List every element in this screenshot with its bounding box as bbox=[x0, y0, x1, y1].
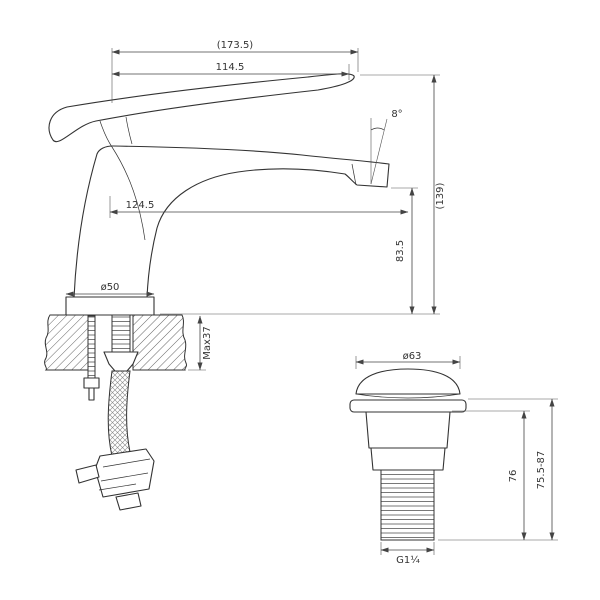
hose-connector-nipple bbox=[115, 492, 142, 511]
dimensions-drain: ø63 76 75.5-87 G1¼ bbox=[355, 351, 558, 566]
label-overall-length: (173.5) bbox=[217, 40, 254, 51]
drain-flange bbox=[349, 399, 467, 413]
drain-side-view bbox=[349, 368, 467, 541]
braided-hose bbox=[107, 370, 131, 457]
label-spout-height: 83.5 bbox=[395, 240, 406, 262]
label-max-deck: Max37 bbox=[202, 326, 213, 359]
aerator-edge bbox=[351, 163, 357, 186]
label-overall-height: (139) bbox=[435, 182, 446, 209]
angle-ref-line-tilted bbox=[370, 118, 388, 185]
drain-body-lower bbox=[370, 447, 446, 471]
deck-hatch-right bbox=[132, 314, 188, 371]
handle-joint-lines bbox=[99, 116, 133, 148]
faucet-front-view bbox=[48, 73, 390, 316]
drain-threaded-pipe bbox=[380, 469, 435, 541]
mounting-stud bbox=[87, 315, 96, 379]
supply-assembly bbox=[75, 314, 155, 511]
faucet-body-spout bbox=[73, 145, 390, 299]
hose-connector-ribs bbox=[98, 458, 151, 491]
spout-angle-annotation: 8° bbox=[370, 109, 403, 185]
deck-cross-section bbox=[44, 314, 188, 371]
label-spout-reach: 124.5 bbox=[126, 200, 155, 211]
label-thread-size: G1¼ bbox=[396, 554, 420, 566]
stud-nut bbox=[83, 377, 100, 389]
drain-cap-dome bbox=[355, 368, 461, 395]
base-escutcheon bbox=[65, 296, 155, 316]
hose-connector-nut bbox=[94, 448, 155, 498]
drain-body-upper bbox=[365, 411, 451, 449]
stud-tip bbox=[88, 387, 95, 401]
label-handle-reach: 114.5 bbox=[216, 62, 245, 73]
label-body-height: 76 bbox=[508, 470, 519, 483]
spout-body-seam bbox=[111, 146, 146, 241]
label-base-diameter: ø50 bbox=[101, 282, 120, 293]
threaded-shank bbox=[111, 314, 131, 353]
label-spout-angle: 8° bbox=[391, 109, 402, 120]
label-adjust-range: 75.5-87 bbox=[536, 451, 547, 490]
deck-hatch-left bbox=[44, 314, 89, 371]
angle-arc bbox=[370, 127, 385, 131]
dimensions-faucet: (173.5) 114.5 124.5 83.5 (139) ø50 Max37 bbox=[65, 40, 446, 371]
hose-connector-tail bbox=[75, 464, 100, 484]
label-cap-diameter: ø63 bbox=[403, 351, 422, 362]
drain-cap-bottom-edge bbox=[355, 393, 461, 399]
lever-handle bbox=[48, 73, 355, 143]
